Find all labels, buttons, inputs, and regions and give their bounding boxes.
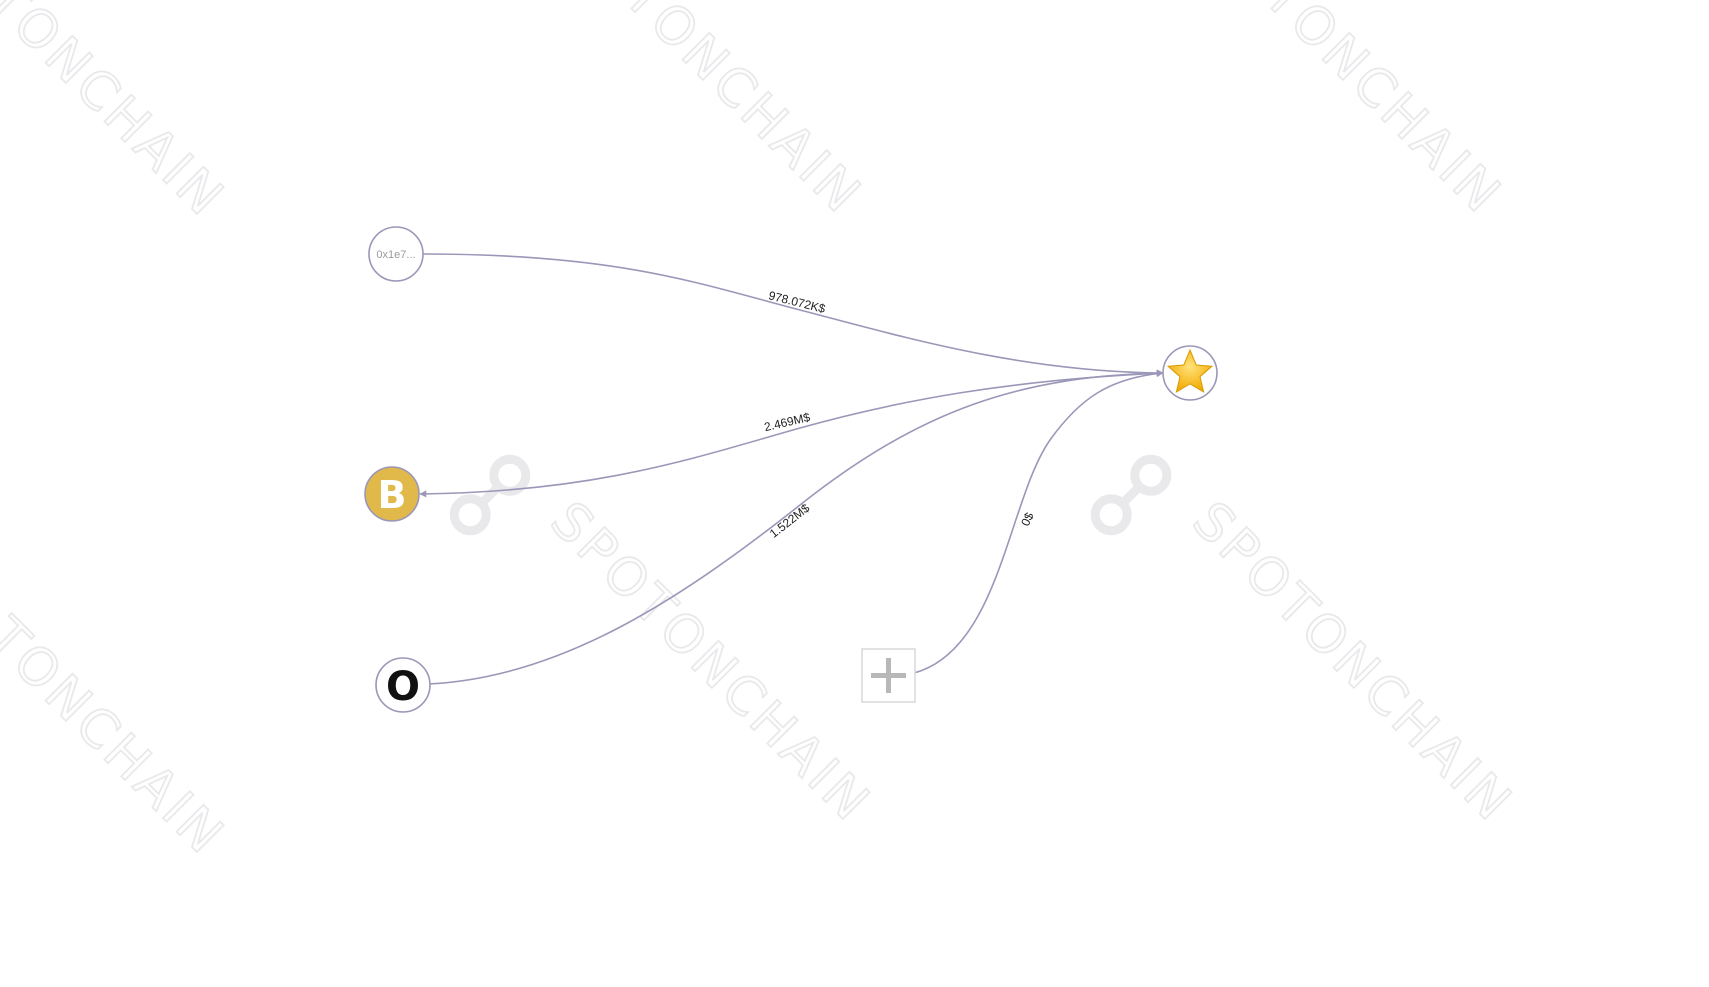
node-address-label: 0x1e7... — [376, 249, 415, 261]
node-address[interactable]: 0x1e7... — [368, 226, 424, 282]
edge-label-okx-to-target: 1.522M$ — [767, 501, 813, 541]
node-binance[interactable]: B — [364, 466, 420, 522]
star-icon — [1166, 348, 1214, 394]
watermark-logo-right — [1090, 454, 1172, 536]
node-add[interactable] — [861, 648, 916, 703]
watermark-center: SPOTONCHAIN — [539, 491, 883, 835]
edge-label-address-to-target: 978.072K$ — [767, 288, 827, 316]
watermark-top-right: TONCHAIN — [1252, 0, 1513, 227]
node-binance-label: B — [378, 473, 407, 517]
edge-add-to-target[interactable] — [913, 370, 1164, 674]
edge-label-layer: 978.072K$ 2.469M$ 1.522M$ 0$ — [763, 288, 1037, 540]
binance-icon — [364, 466, 420, 522]
edge-okx-to-target[interactable] — [427, 369, 1164, 685]
watermark-logo-center — [449, 454, 531, 536]
plus-icon — [871, 658, 906, 693]
node-target[interactable] — [1162, 345, 1218, 401]
okx-icon — [375, 657, 431, 713]
edge-address-to-target[interactable] — [422, 253, 1164, 377]
watermark-right: SPOTONCHAIN — [1181, 491, 1525, 835]
edge-layer — [419, 253, 1164, 685]
node-okx-label: O — [386, 664, 420, 710]
edge-target-to-binance[interactable] — [419, 372, 1164, 498]
node-okx[interactable]: O — [375, 657, 431, 713]
watermark-bottom-left: TONCHAIN — [0, 606, 237, 867]
watermark-top-center: TONCHAIN — [612, 0, 873, 227]
edge-label-add-to-target: 0$ — [1018, 510, 1036, 528]
watermark-top-left: TONCHAIN — [0, 0, 237, 230]
edge-label-target-to-binance: 2.469M$ — [763, 410, 812, 434]
watermark-layer: TONCHAIN TONCHAIN TONCHAIN SPOTONCHAIN S… — [0, 0, 1525, 868]
